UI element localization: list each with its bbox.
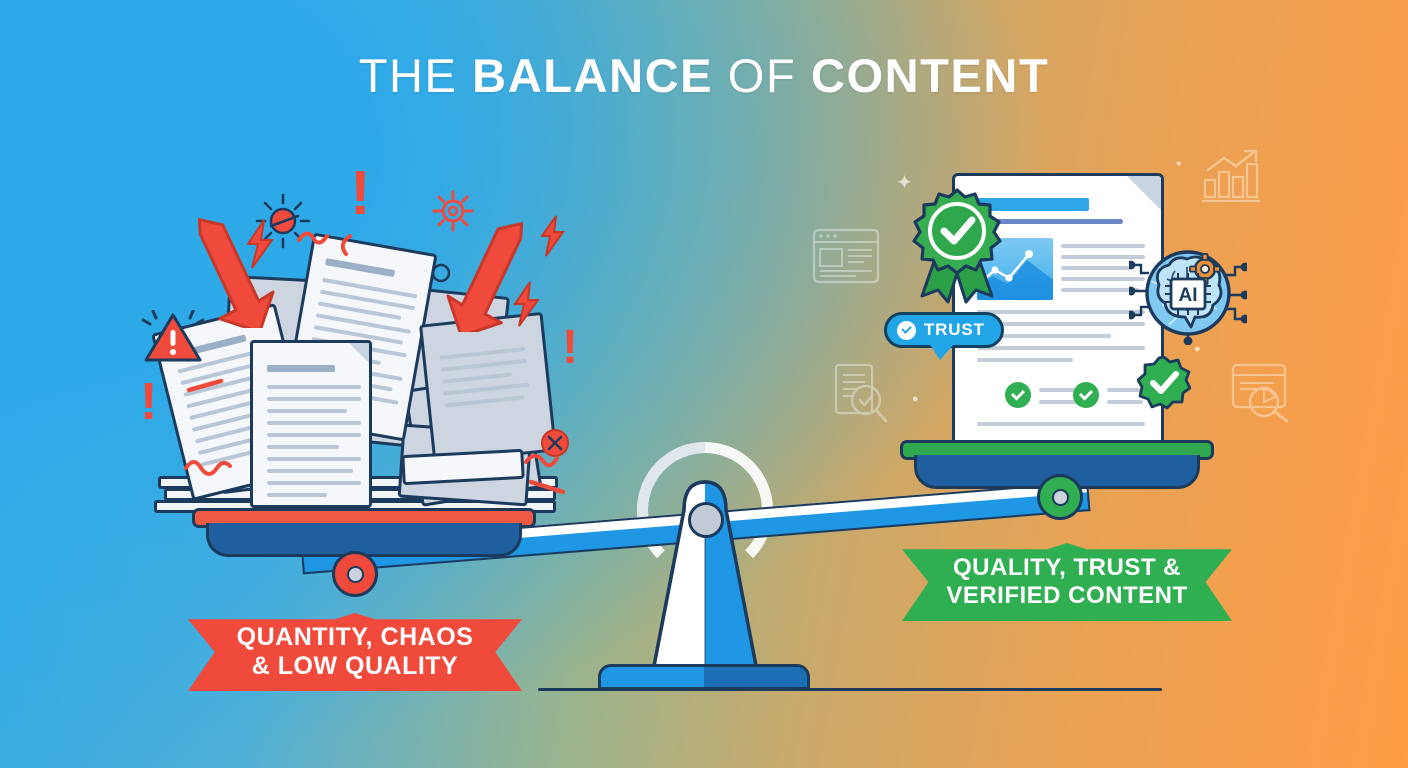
- lightning-bolt-icon: [513, 281, 540, 327]
- low-quality-paper-pile: [150, 230, 580, 530]
- sparkle-icon: ●: [1176, 158, 1182, 168]
- document-chart-thumbnail: [977, 238, 1053, 300]
- gear-icon: [432, 190, 474, 232]
- sparkle-icon: ●: [912, 393, 919, 405]
- document-check-icon: [1073, 382, 1099, 408]
- arrow-down-left-icon: [197, 218, 275, 328]
- right-banner-line2: VERIFIED CONTENT: [946, 582, 1188, 609]
- ai-chip-label: AI: [1179, 285, 1198, 306]
- trust-badge[interactable]: TRUST: [884, 312, 1004, 364]
- fulcrum-pivot-knob: [688, 502, 724, 538]
- trust-badge-label: TRUST: [924, 320, 985, 339]
- pivot-hole: [1051, 488, 1069, 506]
- document-text-line: [977, 310, 1145, 314]
- browser-analytics-search-icon: [1231, 363, 1289, 423]
- title-content: CONTENT: [810, 49, 1050, 102]
- sparkle-icon: ●: [1194, 343, 1201, 355]
- document-title-bar: [973, 198, 1089, 211]
- document-text-line: [1039, 400, 1079, 404]
- left-banner-line2: & LOW QUALITY: [251, 652, 459, 680]
- left-beam-pivot: [332, 551, 378, 597]
- fulcrum-arc-shade: [637, 442, 705, 522]
- floating-check-badge: [1136, 355, 1192, 410]
- lightning-bolt-icon: [246, 219, 274, 269]
- exclamation-large-top-icon: !: [350, 159, 371, 228]
- document-text-line: [1061, 277, 1145, 281]
- pivot-hole: [346, 565, 364, 583]
- document-search-check-icon: [834, 363, 888, 423]
- document-text-line: [977, 346, 1145, 350]
- squiggle-mark: [340, 234, 352, 256]
- document-text-line: [977, 358, 1073, 362]
- exclamation-left-icon: !: [140, 373, 158, 431]
- trust-tail: [929, 343, 955, 360]
- document-text-line: [977, 334, 1111, 338]
- small-circle-icon: [431, 263, 451, 283]
- right-beam-pivot: [1037, 474, 1083, 520]
- left-tray-pan: [206, 523, 522, 557]
- paper-sheet-front: [250, 340, 372, 508]
- document-text-line: [1107, 400, 1143, 404]
- squiggle-mark: [297, 231, 329, 245]
- ground-line-dash: [1128, 688, 1162, 691]
- verified-rosette-badge: [908, 188, 1006, 306]
- document-subtitle-bar: [973, 219, 1123, 224]
- check-circle-icon: [897, 320, 916, 340]
- document-text-line: [1061, 288, 1139, 292]
- right-banner-line1: QUALITY, TRUST &: [953, 553, 1181, 581]
- exclamation-right-upper-icon: !: [562, 321, 578, 374]
- right-banner: QUALITY, TRUST & VERIFIED CONTENT: [902, 543, 1232, 621]
- bar-chart-growth-icon: [1202, 149, 1260, 203]
- arrow-down-right-icon: [446, 222, 524, 332]
- document-text-line: [1061, 244, 1145, 248]
- squiggle-mark: [528, 479, 566, 495]
- title-the: THE: [358, 49, 473, 102]
- document-text-line: [1061, 255, 1145, 259]
- paper-sheet: [401, 448, 525, 486]
- squiggle-mark: [524, 453, 559, 468]
- document-check-icon: [1005, 382, 1031, 408]
- warning-triangle-icon: [142, 310, 204, 362]
- title-balance: BALANCE: [472, 49, 728, 102]
- sparkle-icon: ✦: [896, 172, 913, 194]
- fulcrum-base: [598, 664, 810, 690]
- squiggle-mark: [184, 460, 232, 476]
- broken-sun-icon: [255, 193, 311, 249]
- document-fold-corner: [1126, 176, 1161, 211]
- title-of: OF: [727, 49, 811, 102]
- page-title: THE BALANCE OF CONTENT: [0, 52, 1408, 99]
- left-banner-line1: QUANTITY, CHAOS: [236, 622, 474, 651]
- document-text-line: [1061, 266, 1131, 270]
- document-text-line: [1039, 388, 1085, 392]
- ai-brain-badge: AI: [1126, 245, 1250, 346]
- document-text-line: [977, 322, 1145, 326]
- squiggle-mark: [186, 378, 224, 393]
- ground-line: [538, 688, 1146, 691]
- document-text-line: [977, 422, 1145, 426]
- left-banner: QUANTITY, CHAOS & LOW QUALITY: [188, 613, 522, 691]
- error-circle-icon: [541, 429, 569, 457]
- browser-window-icon: [812, 228, 880, 284]
- document-text-line: [1107, 388, 1149, 392]
- lightning-bolt-icon: [540, 215, 565, 257]
